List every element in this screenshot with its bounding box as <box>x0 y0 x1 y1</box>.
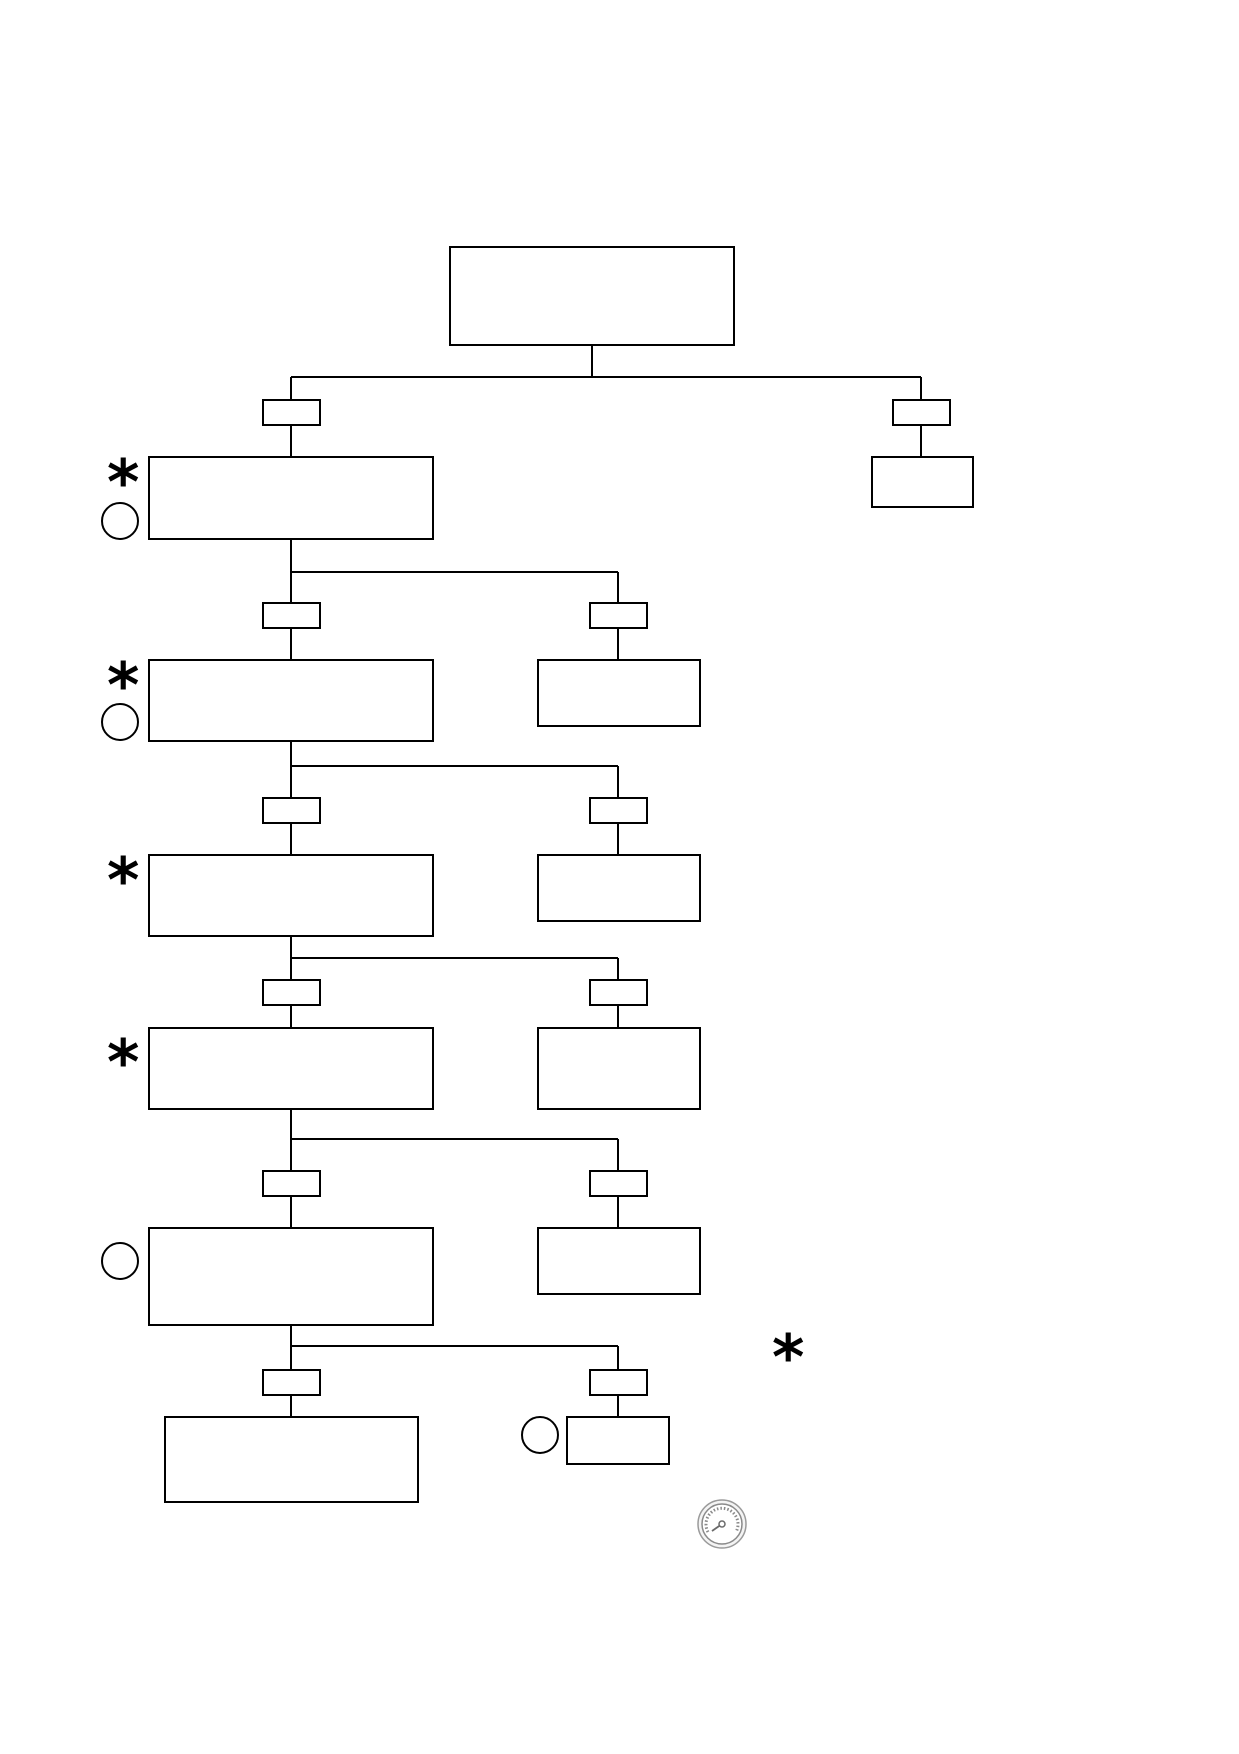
node-right-4 <box>537 1027 701 1110</box>
star-marker: * <box>107 844 139 917</box>
connector-tab <box>589 1369 648 1396</box>
node-right-3 <box>537 854 701 922</box>
connector-tab <box>262 1170 321 1197</box>
connector-tab <box>262 399 321 426</box>
circle-marker <box>521 1416 559 1454</box>
connector-tab <box>589 797 648 824</box>
node-left-3 <box>148 854 434 937</box>
circle-marker <box>101 502 139 540</box>
connector-tab <box>262 1369 321 1396</box>
node-left-5 <box>148 1227 434 1326</box>
connector-lines <box>290 345 922 1417</box>
connector-tab <box>892 399 951 426</box>
node-right-6 <box>566 1416 670 1465</box>
connector-tab <box>589 1170 648 1197</box>
connector-tab <box>589 979 648 1006</box>
connector-tab <box>262 602 321 629</box>
star-marker: * <box>107 1026 139 1099</box>
node-right-2 <box>537 659 701 727</box>
circle-markers <box>101 502 559 1454</box>
node-left-6 <box>164 1416 419 1503</box>
star-marker: * <box>772 1321 804 1394</box>
node-right-5 <box>537 1227 701 1295</box>
connector-tab <box>262 979 321 1006</box>
node-left-4 <box>148 1027 434 1110</box>
node-left-2 <box>148 659 434 742</box>
node-left-1 <box>148 456 434 540</box>
circle-marker <box>101 703 139 741</box>
gauge-seal-icon <box>697 1499 747 1549</box>
circle-marker <box>101 1242 139 1280</box>
node-root <box>449 246 735 346</box>
connector-tabs <box>262 399 951 1396</box>
node-right-1 <box>871 456 974 508</box>
connector-tab <box>262 797 321 824</box>
connector-tab <box>589 602 648 629</box>
flowchart-boxes <box>148 246 974 1503</box>
